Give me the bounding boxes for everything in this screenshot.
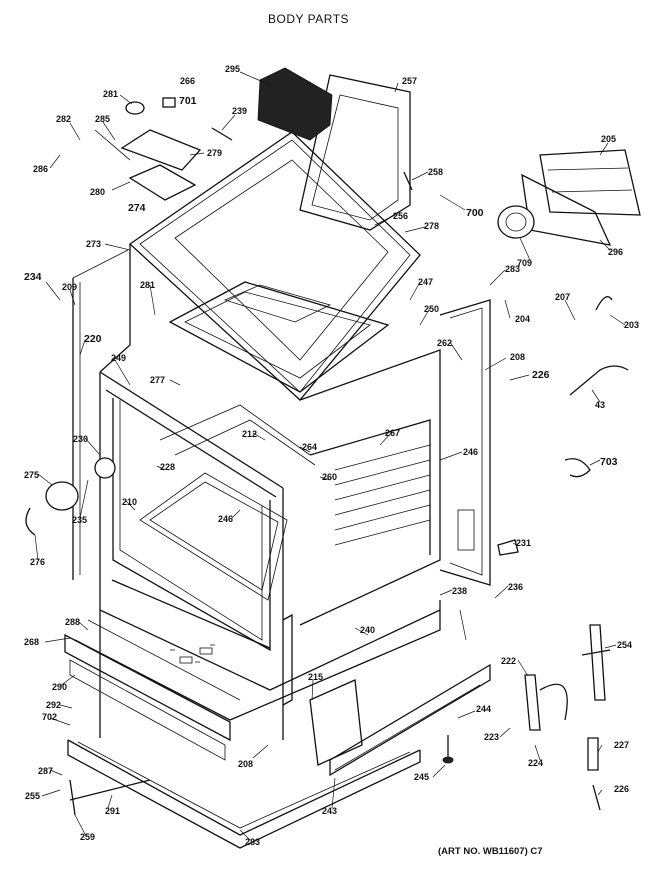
callout-label: 287: [38, 766, 53, 776]
oven-body-assembly: [64, 131, 491, 849]
callout-label: 240: [360, 625, 375, 635]
callout-label: 286: [33, 164, 48, 174]
callout-label: 205: [601, 134, 616, 144]
callout-label: 255: [25, 791, 40, 801]
callout-label: 234: [24, 271, 42, 283]
callout-label: 281: [103, 89, 118, 99]
callout-label: 700: [466, 207, 484, 219]
callout-label: 249: [111, 353, 126, 363]
callout-label: 266: [180, 76, 195, 86]
callout-label: 208: [510, 352, 525, 362]
callout-label: 238: [452, 586, 467, 596]
callout-label: 709: [517, 258, 532, 268]
callout-label: 275: [24, 470, 39, 480]
callout-label: 254: [617, 640, 632, 650]
callout-label: 212: [242, 429, 257, 439]
callout-label: 246: [218, 514, 233, 524]
callout-label: 295: [225, 64, 240, 74]
callout-label: 210: [122, 497, 137, 507]
callout-label: 291: [105, 806, 120, 816]
callout-label: 247: [418, 277, 433, 287]
callout-label: 43: [595, 400, 605, 410]
callout-label: 257: [402, 76, 417, 86]
callout-label: 268: [24, 637, 39, 647]
callout-label: 246: [463, 447, 478, 457]
callout-label: 281: [140, 280, 155, 290]
callout-label: 262: [437, 338, 452, 348]
callout-label: 260: [322, 472, 337, 482]
callout-label: 250: [424, 304, 439, 314]
callout-label: 239: [232, 106, 247, 116]
callout-label: 231: [516, 538, 531, 548]
callout-label: 226: [614, 784, 629, 794]
callout-label: 224: [528, 758, 543, 768]
callout-label: 278: [424, 221, 439, 231]
callout-label: 283: [245, 837, 260, 847]
diagram-title: BODY PARTS: [268, 12, 349, 26]
callout-label: 280: [90, 187, 105, 197]
callout-label: 203: [624, 320, 639, 330]
callout-label: 279: [207, 148, 222, 158]
callout-label: 277: [150, 375, 165, 385]
loose-parts: [25, 67, 641, 816]
callout-label: 259: [80, 832, 95, 842]
callout-label: 703: [600, 456, 618, 468]
leader-lines: [34, 71, 626, 841]
callout-label: 208: [238, 759, 253, 769]
callout-label: 220: [84, 333, 102, 345]
callout-label: 244: [476, 704, 491, 714]
callout-label: 292: [46, 700, 61, 710]
callout-label: 702: [42, 712, 57, 722]
callout-label: 276: [30, 557, 45, 567]
callout-label: 290: [52, 682, 67, 692]
callout-label: 282: [56, 114, 71, 124]
callout-label: 222: [501, 656, 516, 666]
art-number: (ART NO. WB11607) C7: [438, 846, 543, 857]
callout-label: 288: [65, 617, 80, 627]
callout-label: 243: [322, 806, 337, 816]
callout-label: 236: [508, 582, 523, 592]
callout-label: 701: [179, 95, 197, 107]
callout-label: 258: [428, 167, 443, 177]
callout-label: 235: [72, 515, 87, 525]
callout-label: 223: [484, 732, 499, 742]
callout-label: 245: [414, 772, 429, 782]
callout-label: 285: [95, 114, 110, 124]
callout-labels: 295 266 257 281 701 239 282 285 279 286 …: [24, 64, 639, 847]
callout-label: 204: [515, 314, 530, 324]
callout-label: 227: [614, 740, 629, 750]
callout-label: 230: [73, 434, 88, 444]
callout-label: 209: [62, 282, 77, 292]
callout-label: 296: [608, 247, 623, 257]
callout-label: 267: [385, 428, 400, 438]
callout-label: 264: [302, 442, 317, 452]
callout-label: 228: [160, 462, 175, 472]
callout-label: 283: [505, 264, 520, 274]
callout-label: 274: [128, 202, 146, 214]
callout-label: 226: [532, 369, 550, 381]
callout-label: 215: [308, 672, 323, 682]
callout-label: 256: [393, 211, 408, 221]
callout-label: 273: [86, 239, 101, 249]
callout-label: 207: [555, 292, 570, 302]
